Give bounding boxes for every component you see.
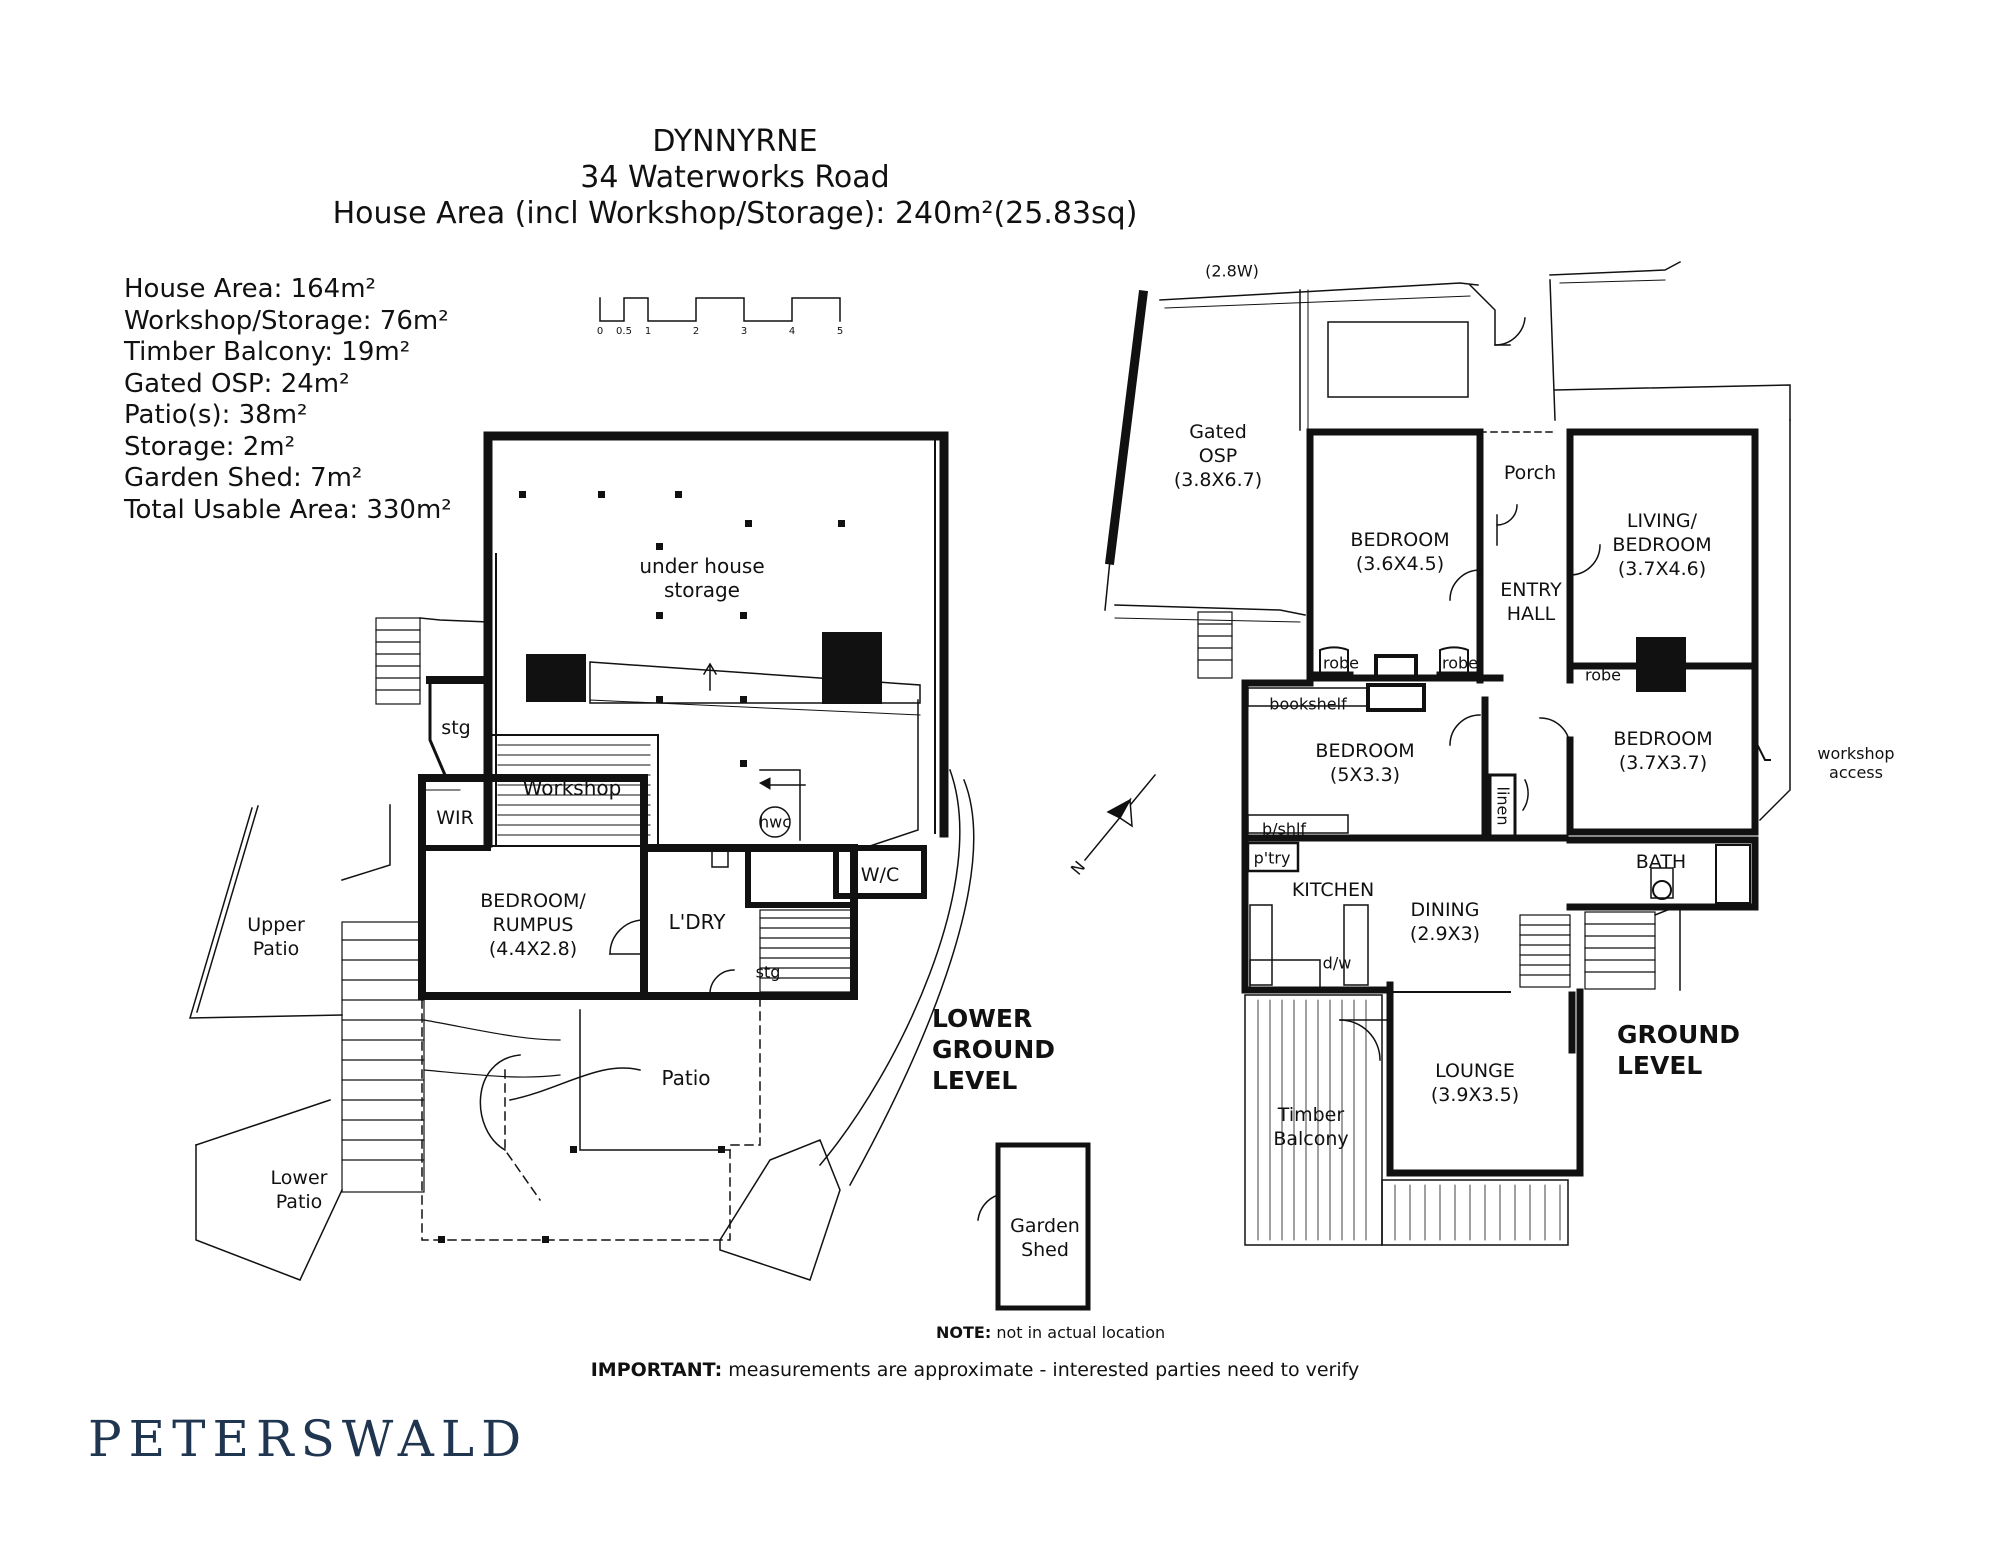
area-line: Workshop/Storage: 76m² (124, 305, 449, 336)
room-robe-1: robe (1322, 653, 1360, 673)
scale-tick-label: 0.5 (616, 326, 632, 337)
room-lounge: LOUNGE(3.9X3.5) (1430, 1060, 1520, 1106)
room-robe-3: robe (1584, 665, 1622, 685)
important-disclaimer: IMPORTANT: measurements are approximate … (590, 1359, 1360, 1381)
lower-ground-plan (188, 431, 975, 1281)
room-workshop: Workshop (522, 776, 622, 800)
room-living-bedroom: LIVING/BEDROOM(3.7X4.6) (1612, 510, 1712, 580)
room-storage: stg (441, 717, 471, 739)
scale-tick-label: 0 (596, 326, 604, 337)
room-kitchen: KITCHEN (1291, 879, 1375, 901)
room-storage-small: stg (755, 962, 781, 982)
address-title: 34 Waterworks Road (580, 160, 890, 195)
room-porch: Porch (1503, 462, 1557, 484)
brand-logo: PETERSWALD (88, 1410, 529, 1468)
house-area-title: House Area (incl Workshop/Storage): 240m… (332, 196, 1138, 231)
dishwasher-label: d/w (1322, 953, 1352, 973)
scale-tick-label: 3 (740, 326, 748, 337)
bshlf-label: b/shlf (1261, 819, 1307, 839)
room-bath: BATH (1635, 851, 1687, 873)
room-wc: W/C (860, 864, 900, 886)
scale-tick-label: 4 (788, 326, 796, 337)
area-line: Storage: 2m² (124, 431, 296, 462)
pantry-label: p'try (1253, 848, 1291, 868)
scale-tick-label: 2 (692, 326, 700, 337)
room-laundry: L'DRY (668, 910, 726, 934)
room-bedroom-2: BEDROOM(5X3.3) (1315, 740, 1415, 786)
scale-tick-label: 5 (836, 326, 844, 337)
room-bedroom-rumpus: BEDROOM/RUMPUS(4.4X2.8) (480, 890, 586, 960)
room-robe-2: robe (1441, 653, 1479, 673)
room-bedroom-1: BEDROOM(3.6X4.5) (1350, 529, 1450, 575)
carport-width-label: (2.8W) (1205, 261, 1259, 281)
scale-tick-label: 1 (644, 326, 652, 337)
scale-bar (599, 297, 841, 322)
area-line: Garden Shed: 7m² (124, 463, 363, 493)
ground-plan (1104, 260, 1791, 1246)
bookshelf-label: bookshelf (1269, 694, 1347, 714)
room-hwc: hwc (758, 812, 792, 832)
area-patio: Patio (661, 1066, 711, 1090)
location-note: NOTE: not in actual location (936, 1323, 1166, 1342)
linen-label: linen (1493, 786, 1513, 826)
room-bedroom-3: BEDROOM(3.7X3.7) (1613, 728, 1713, 774)
area-line: Patio(s): 38m² (124, 400, 308, 430)
area-line: Total Usable Area: 330m² (124, 494, 452, 525)
area-line: Timber Balcony: 19m² (124, 337, 411, 367)
room-dining: DINING(2.9X3) (1409, 899, 1481, 945)
area-line: Gated OSP: 24m² (124, 368, 350, 399)
room-wir: WIR (436, 807, 474, 829)
area-line: House Area: 164m² (124, 274, 376, 304)
garden-shed-plan (977, 1142, 1091, 1311)
area-summary: House Area: 164m² Workshop/Storage: 76m²… (124, 274, 452, 526)
compass-icon (1083, 773, 1157, 862)
suburb-title: DYNNYRNE (652, 124, 818, 159)
